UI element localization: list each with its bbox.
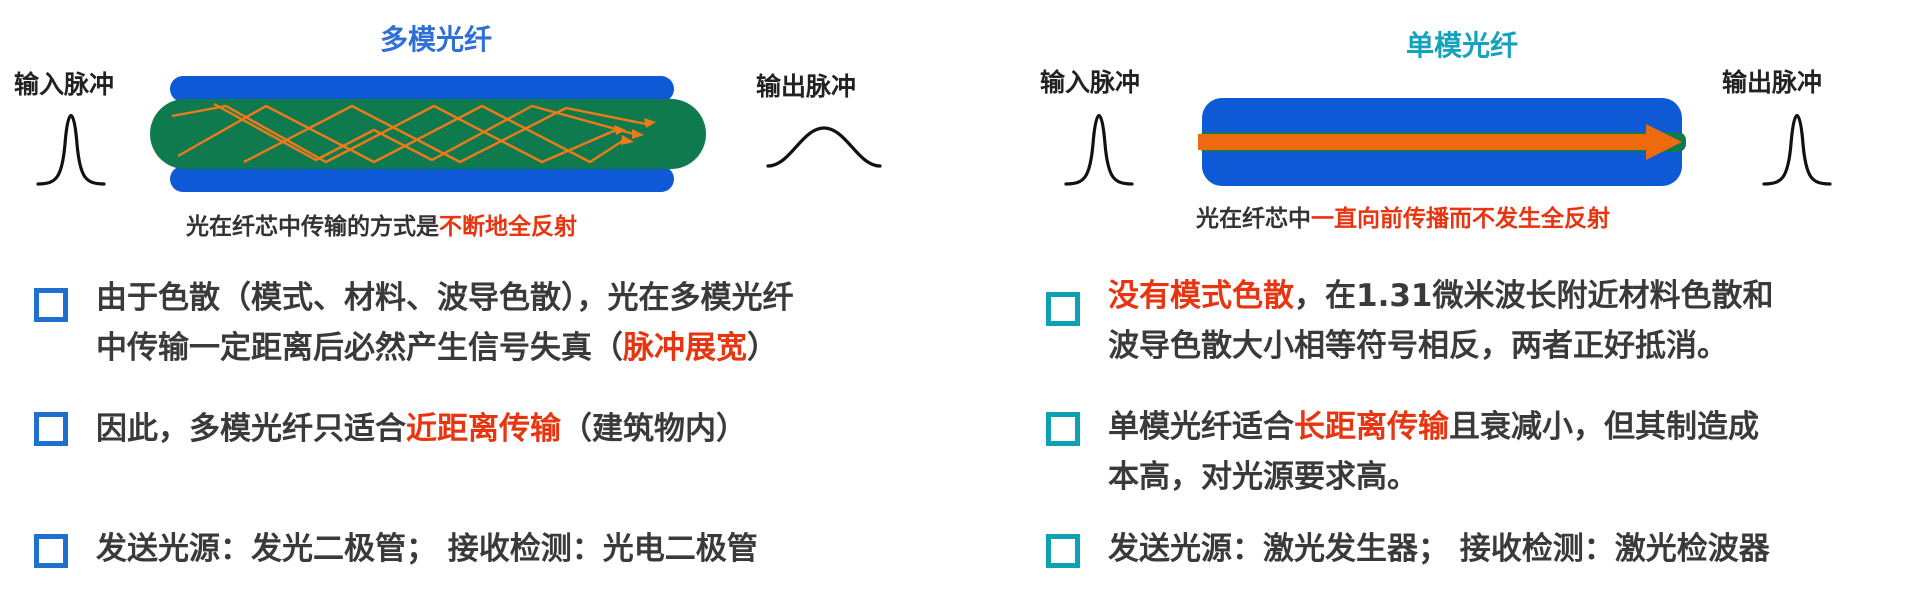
multimode-fiber-diagram — [150, 76, 706, 192]
bullet-line: 中传输一定距离后必然产生信号失真（脉冲展宽） — [96, 330, 778, 366]
singlemode-bullet-2-checkbox[interactable] — [1046, 412, 1080, 446]
singlemode-fiber-diagram — [1198, 98, 1686, 186]
bullet-line: 没有模式色散，在1.31微米波长附近材料色散和 — [1108, 278, 1774, 314]
singlemode-bullet-2: 单模光纤适合长距离传输且衰减小，但其制造成 本高，对光源要求高。 — [1108, 402, 1759, 502]
multimode-cladding-top — [170, 76, 674, 102]
multimode-cladding-bottom — [170, 166, 674, 192]
multimode-output-pulse-icon — [766, 126, 882, 168]
multimode-title: 多模光纤 — [380, 23, 493, 56]
bullet-line: 本高，对光源要求高。 — [1108, 459, 1418, 495]
multimode-caption-highlight: 不断地全反射 — [439, 214, 577, 240]
bullet-line: 单模光纤适合长距离传输且衰减小，但其制造成 — [1108, 409, 1759, 445]
singlemode-input-pulse-icon — [1064, 113, 1134, 186]
singlemode-bullet-3-checkbox[interactable] — [1046, 534, 1080, 568]
multimode-bullet-2: 因此，多模光纤只适合近距离传输（建筑物内） — [96, 404, 747, 454]
singlemode-output-pulse-icon — [1762, 113, 1832, 186]
multimode-light-rays — [171, 102, 647, 164]
bullet-line: 波导色散大小相等符号相反，两者正好抵消。 — [1108, 328, 1728, 364]
singlemode-caption-highlight: 一直向前传播而不发生全反射 — [1311, 206, 1610, 232]
bullet-line: 发送光源：激光发生器； 接收检测：激光检波器 — [1108, 531, 1770, 567]
bullet-line: 发送光源：发光二极管； 接收检测：光电二极管 — [96, 531, 758, 567]
singlemode-caption-plain: 光在纤芯中 — [1196, 206, 1311, 232]
singlemode-caption: 光在纤芯中一直向前传播而不发生全反射 — [1196, 204, 1610, 234]
multimode-bullet-3: 发送光源：发光二极管； 接收检测：光电二极管 — [96, 524, 758, 574]
multimode-ray-arrowheads — [614, 118, 656, 145]
singlemode-light-ray — [1198, 134, 1648, 150]
singlemode-ray-arrowhead — [1646, 124, 1682, 160]
bullet-line: 因此，多模光纤只适合近距离传输（建筑物内） — [96, 411, 747, 447]
multimode-output-label: 输出脉冲 — [756, 72, 857, 101]
multimode-input-pulse-icon — [36, 113, 106, 186]
singlemode-input-label: 输入脉冲 — [1040, 68, 1141, 97]
multimode-bullet-1-checkbox[interactable] — [34, 288, 68, 322]
bullet-line: 由于色散（模式、材料、波导色散），光在多模光纤 — [96, 280, 794, 316]
singlemode-bullet-1-checkbox[interactable] — [1046, 292, 1080, 326]
multimode-bullet-3-checkbox[interactable] — [34, 534, 68, 568]
singlemode-bullet-1: 没有模式色散，在1.31微米波长附近材料色散和 波导色散大小相等符号相反，两者正… — [1108, 271, 1774, 371]
singlemode-title: 单模光纤 — [1406, 29, 1519, 62]
singlemode-output-label: 输出脉冲 — [1722, 68, 1823, 97]
multimode-caption-plain: 光在纤芯中传输的方式是 — [186, 214, 439, 240]
multimode-bullet-2-checkbox[interactable] — [34, 412, 68, 446]
singlemode-bullet-3: 发送光源：激光发生器； 接收检测：激光检波器 — [1108, 524, 1770, 574]
multimode-bullet-1: 由于色散（模式、材料、波导色散），光在多模光纤 中传输一定距离后必然产生信号失真… — [96, 273, 794, 373]
multimode-input-label: 输入脉冲 — [14, 70, 115, 99]
multimode-caption: 光在纤芯中传输的方式是不断地全反射 — [186, 212, 577, 242]
